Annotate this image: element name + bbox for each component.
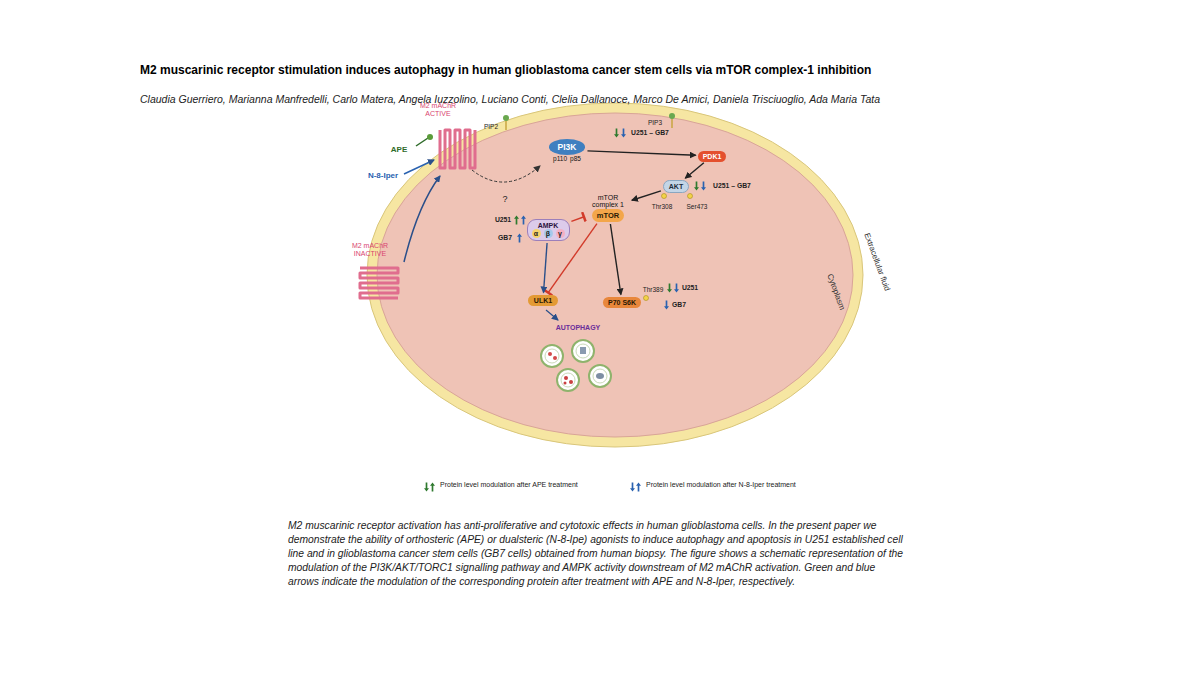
unknown-path [472, 166, 540, 182]
site-label: Thr389 [643, 286, 664, 293]
text-row: αβγ [532, 229, 565, 238]
node-text: P70 S6K [608, 299, 636, 306]
cell-line-label: U251 – GB7 [713, 182, 751, 190]
text-row: AKT [669, 183, 683, 190]
activation-connector [685, 163, 704, 178]
kinase-oval: PI3Kp110p85 [549, 139, 586, 162]
cell-line-label: GB7 [498, 234, 512, 242]
region-label: Cytoplasm [825, 273, 847, 312]
text-row: PDK1 [703, 153, 722, 160]
node-text: AMPK [538, 222, 559, 229]
caption: M2 muscarinic receptor activation has an… [288, 519, 906, 589]
lipids [503, 113, 675, 130]
node-text: PDK1 [703, 153, 722, 160]
kinase-box: P70 S6K [603, 297, 641, 308]
modulation-arrows [514, 128, 706, 309]
node-text: p110 [553, 155, 567, 162]
node-text: AKT [669, 183, 683, 190]
author-list: Claudia Guerriero, Marianna Manfredelli,… [140, 93, 880, 105]
text-row: PI3K [549, 139, 586, 155]
region-label: Extracellular fluid [862, 232, 891, 292]
receptor-inactive [360, 268, 398, 298]
unknown-mark: ? [502, 194, 507, 204]
kinase-complex: AMPKαβγ [527, 219, 570, 241]
agonist-label: N-8-Iper [368, 171, 398, 180]
cell-line-label: GB7 [672, 301, 686, 309]
inhibition-connector [571, 217, 584, 222]
cell-line-label: U251 [682, 284, 698, 292]
cargo [548, 347, 604, 385]
text-row: mTOR [592, 208, 624, 222]
node-text: mTOR complex 1 [588, 194, 628, 208]
title: M2 muscarinic receptor stimulation induc… [140, 64, 871, 78]
activation-arrow [404, 176, 440, 262]
text-row: AMPK [538, 222, 559, 229]
ape-ligand [416, 134, 433, 146]
text-row: ULK1 [534, 297, 552, 304]
node-text: γ [556, 229, 565, 238]
lipid-label: PIP2 [484, 123, 498, 130]
kinase-box: AKT [663, 180, 689, 193]
text-row: p110p85 [553, 155, 581, 162]
kinase-box: ULK1 [528, 295, 558, 306]
receptor-label: M2 mAChR ACTIVE [415, 102, 461, 118]
cell-line-label: U251 – GB7 [631, 129, 669, 137]
legend-text: Protein level modulation after N-8-Iper … [646, 481, 796, 489]
site-label: Thr308 [652, 203, 673, 210]
activation-connector [632, 191, 661, 200]
cell [367, 103, 863, 447]
autophagosomes [541, 340, 611, 391]
receptor-active [440, 130, 475, 168]
n8-arrow [404, 160, 434, 174]
inhibition-connector [548, 224, 597, 293]
agonist-label: APE [391, 145, 407, 154]
text-row: P70 S6K [608, 299, 636, 306]
cell-line-label: U251 [495, 216, 511, 224]
text-row: mTOR complex 1 [588, 194, 628, 208]
process-label: AUTOPHAGY [556, 324, 601, 332]
complex-box: mTOR complex 1mTOR [586, 194, 630, 222]
autophagy-arrow [546, 310, 558, 320]
legend-text: Protein level modulation after APE treat… [440, 481, 578, 489]
activation-connector [587, 151, 695, 155]
site-label: Ser473 [687, 203, 708, 210]
node-text: β [544, 229, 553, 238]
kinase-box: PDK1 [698, 151, 727, 162]
node-text: ULK1 [534, 297, 552, 304]
lipid-label: PIP3 [648, 119, 662, 126]
node-text: p85 [570, 155, 581, 162]
node-text: α [532, 229, 541, 238]
receptor-label: M2 mAChR INACTIVE [345, 242, 395, 258]
activation-connector [544, 243, 548, 293]
node-text: mTOR [592, 209, 624, 222]
activation-connector [610, 224, 621, 295]
node-text: PI3K [549, 139, 586, 155]
